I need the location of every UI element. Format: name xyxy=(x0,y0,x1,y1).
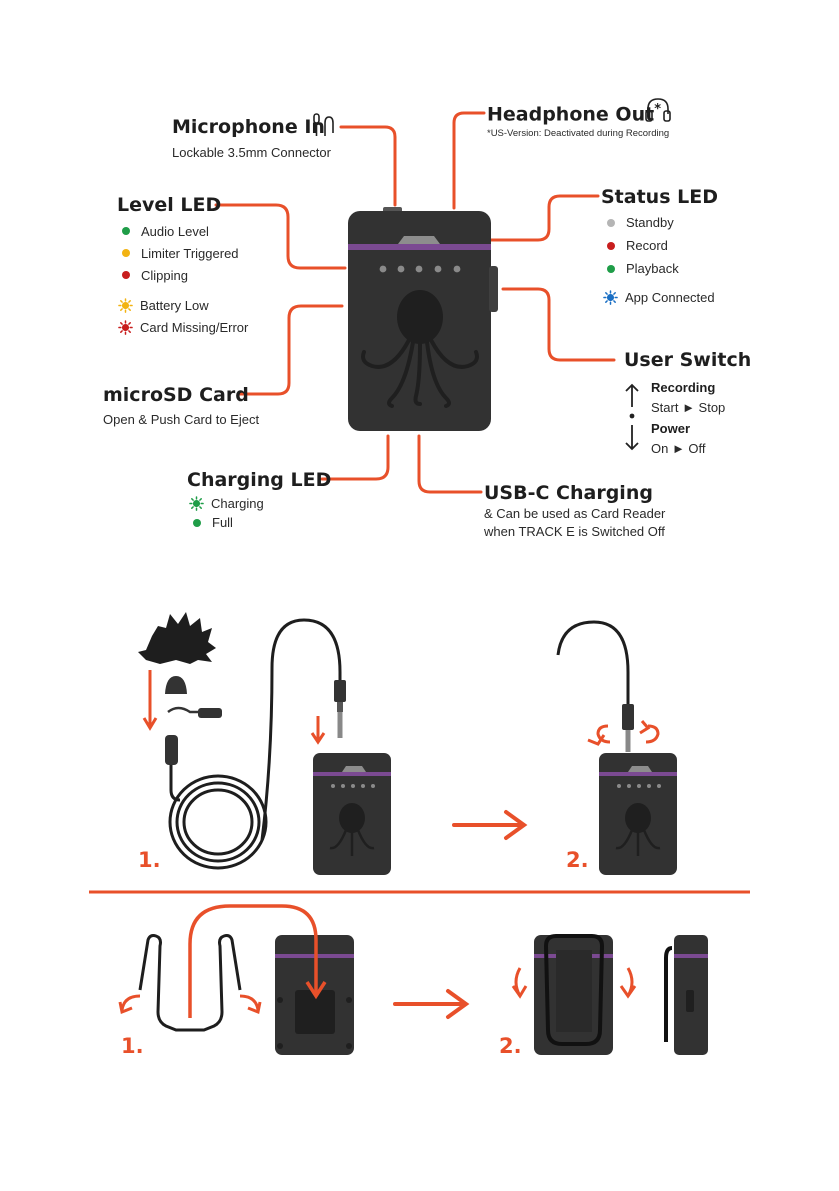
green-dot-icon xyxy=(193,518,201,527)
mic-windscreen-illustration xyxy=(138,612,346,870)
power-label: Power xyxy=(651,421,691,436)
step-number-2-bottom: 2. xyxy=(499,1034,522,1058)
usb-c-title: USB-C Charging xyxy=(484,482,653,504)
user-switch-callout-line xyxy=(501,287,616,362)
headphone-out-note: *US-Version: Deactivated during Recordin… xyxy=(487,128,670,139)
red-blink-icon xyxy=(118,319,133,335)
track-e-device xyxy=(348,207,498,431)
recording-action: Start ► Stop xyxy=(651,400,726,415)
charging-led-item-full: Full xyxy=(193,513,264,532)
yellow-dot-icon xyxy=(122,249,130,257)
status-led-item-record: Record xyxy=(607,234,715,257)
microsd-callout-line xyxy=(238,304,344,396)
blue-blink-icon xyxy=(603,289,618,305)
user-switch-title: User Switch xyxy=(624,349,752,371)
level-led-list: Audio Level Limiter Triggered Clipping B… xyxy=(118,220,248,338)
red-dot-icon xyxy=(122,271,130,279)
device-side-view xyxy=(664,935,708,1055)
red-dot-icon xyxy=(607,241,615,250)
charging-led-callout-line xyxy=(320,434,390,481)
step-number-2-top: 2. xyxy=(566,848,589,872)
mic-callout-line xyxy=(339,125,397,207)
headphones-icon xyxy=(645,98,671,122)
charging-led-item-charging: Charging xyxy=(189,494,264,513)
level-led-item-limiter: Limiter Triggered xyxy=(122,242,248,264)
lavalier-mic-icon xyxy=(313,113,334,136)
headphone-callout-line xyxy=(452,111,486,210)
charging-led-list: Charging Full xyxy=(189,494,264,532)
locked-cable-illustration xyxy=(556,620,660,752)
status-led-item-playback: Playback xyxy=(607,257,715,280)
level-led-title: Level LED xyxy=(117,194,222,216)
status-led-item-standby: Standby xyxy=(607,211,715,234)
step-number-1-bottom: 1. xyxy=(121,1034,144,1058)
microphone-in-title: Microphone In xyxy=(172,116,325,138)
status-led-list: Standby Record Playback App Connected xyxy=(603,211,715,308)
green-dot-icon xyxy=(607,264,615,273)
status-led-item-app-connected: App Connected xyxy=(603,286,715,308)
headphone-out-title: Headphone Out* xyxy=(487,102,661,126)
microsd-card-title: microSD Card xyxy=(103,384,249,406)
up-down-arrow-icon xyxy=(625,383,639,451)
usbc-callout-line xyxy=(417,434,483,494)
usb-c-line1: & Can be used as Card Reader xyxy=(484,506,666,521)
level-led-item-battery-low: Battery Low xyxy=(118,294,248,316)
yellow-blink-icon xyxy=(118,297,133,313)
status-led-title: Status LED xyxy=(601,186,718,208)
level-led-item-card-error: Card Missing/Error xyxy=(118,316,248,338)
belt-clip-illustration xyxy=(138,934,242,1032)
recording-label: Recording xyxy=(651,380,716,395)
small-device-2 xyxy=(599,753,677,875)
usb-c-line2: when TRACK E is Switched Off xyxy=(484,524,665,539)
grey-dot-icon xyxy=(607,218,615,227)
green-dot-icon xyxy=(122,227,130,235)
microsd-card-subtitle: Open & Push Card to Eject xyxy=(103,412,260,427)
status-led-callout-line xyxy=(446,194,600,242)
charging-led-title: Charging LED xyxy=(187,469,332,491)
level-led-item-audio-level: Audio Level xyxy=(122,220,248,242)
microphone-in-subtitle: Lockable 3.5mm Connector xyxy=(172,145,331,160)
level-led-item-clipping: Clipping xyxy=(122,264,248,286)
power-action: On ► Off xyxy=(651,441,706,456)
device-with-clip xyxy=(534,934,613,1055)
green-blink-icon xyxy=(189,496,204,511)
level-led-callout-line xyxy=(214,203,347,270)
step-number-1-top: 1. xyxy=(138,848,161,872)
small-device-1 xyxy=(313,753,391,875)
